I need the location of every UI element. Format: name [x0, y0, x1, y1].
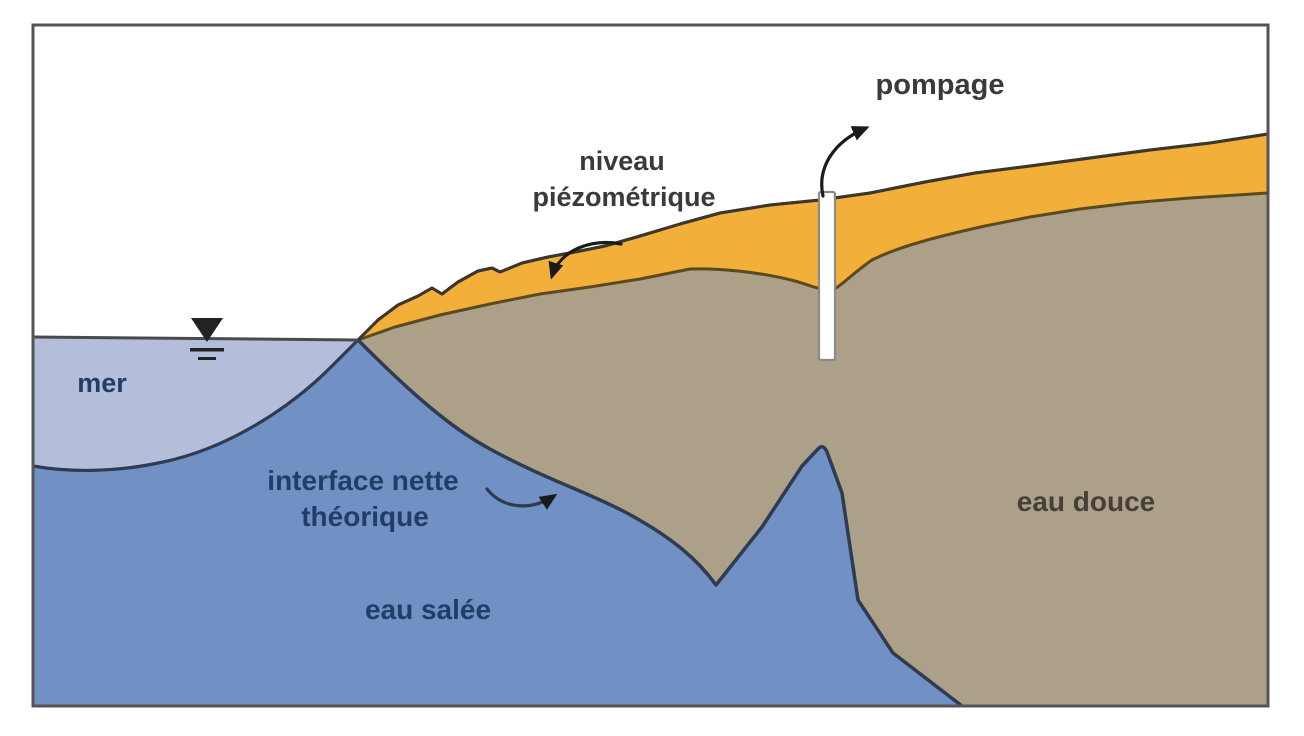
- label-eau-douce: eau douce: [1017, 486, 1155, 517]
- label-pompage: pompage: [876, 69, 1005, 101]
- svg-text:niveau: niveau: [579, 146, 665, 176]
- svg-text:piézométrique: piézométrique: [532, 182, 715, 212]
- diagram-frame: [31, 23, 1270, 708]
- water-level-icon: [190, 318, 224, 360]
- pumping-well: [817, 190, 837, 362]
- svg-text:interface nette: interface nette: [267, 465, 458, 496]
- piezometric-arrow: [548, 240, 623, 280]
- label-mer: mer: [77, 368, 127, 398]
- ground-surface-line: [356, 132, 1268, 342]
- label-eau-salee: eau salée: [365, 594, 491, 625]
- pumping-arrow: [820, 126, 870, 198]
- interface-arrow: [485, 487, 558, 510]
- interface-line: [356, 338, 964, 706]
- svg-text:théorique: théorique: [301, 501, 429, 532]
- sea-surface-line: [33, 335, 359, 342]
- seabed-line: [33, 338, 360, 472]
- saltwater-region: [33, 340, 962, 706]
- sea-region: [33, 337, 358, 471]
- label-interface-nette-theorique: interface nette théorique: [267, 465, 458, 532]
- label-niveau-piezometrique: niveau piézométrique: [532, 146, 715, 212]
